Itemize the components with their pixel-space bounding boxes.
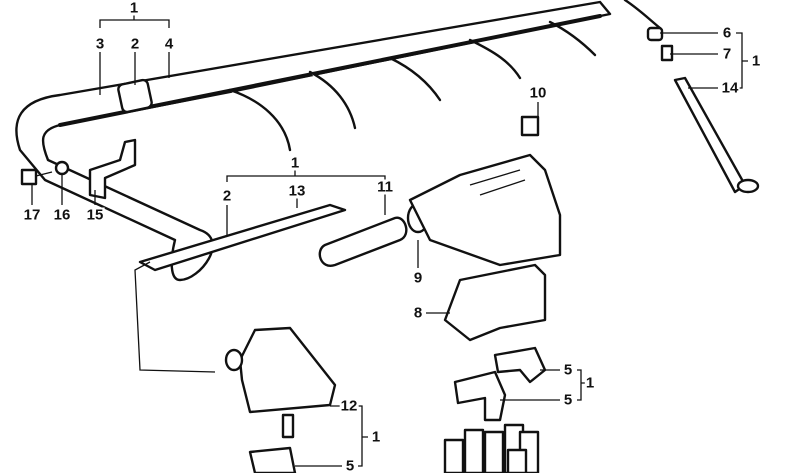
callout-5: 5 xyxy=(562,361,574,379)
callout-9: 9 xyxy=(412,269,424,287)
callout-5: 5 xyxy=(344,457,356,473)
callout-1: 1 xyxy=(289,154,301,172)
plug-lead xyxy=(646,26,760,194)
callout-13: 13 xyxy=(287,182,307,200)
callout-4: 4 xyxy=(163,35,175,53)
callout-16: 16 xyxy=(52,206,72,224)
callout-5: 5 xyxy=(562,391,574,409)
sleeve-part xyxy=(117,78,153,114)
callout-10: 10 xyxy=(528,84,548,102)
callout-11: 11 xyxy=(376,178,394,196)
callout-2: 2 xyxy=(129,35,141,53)
callout-6: 6 xyxy=(721,24,733,42)
callout-2: 2 xyxy=(221,187,233,205)
leader-lines xyxy=(31,12,748,467)
cover-part xyxy=(408,153,562,267)
callout-1: 1 xyxy=(750,52,762,70)
boot-part xyxy=(443,263,547,342)
callout-8: 8 xyxy=(412,304,424,322)
distributor-cap xyxy=(224,326,337,473)
spark-plug-connectors xyxy=(443,346,547,473)
callout-17: 17 xyxy=(22,206,42,224)
bracket-bolt-assembly xyxy=(20,138,137,200)
callout-1: 1 xyxy=(128,0,140,17)
clip-part xyxy=(520,115,540,137)
callout-1: 1 xyxy=(370,428,382,446)
callout-12: 12 xyxy=(339,397,359,415)
callout-1: 1 xyxy=(584,374,596,392)
callout-15: 15 xyxy=(85,206,105,224)
callout-3: 3 xyxy=(94,35,106,53)
callout-7: 7 xyxy=(721,45,733,63)
callout-14: 14 xyxy=(720,79,740,97)
wire-leads xyxy=(228,0,662,152)
coil-wire xyxy=(134,202,430,373)
